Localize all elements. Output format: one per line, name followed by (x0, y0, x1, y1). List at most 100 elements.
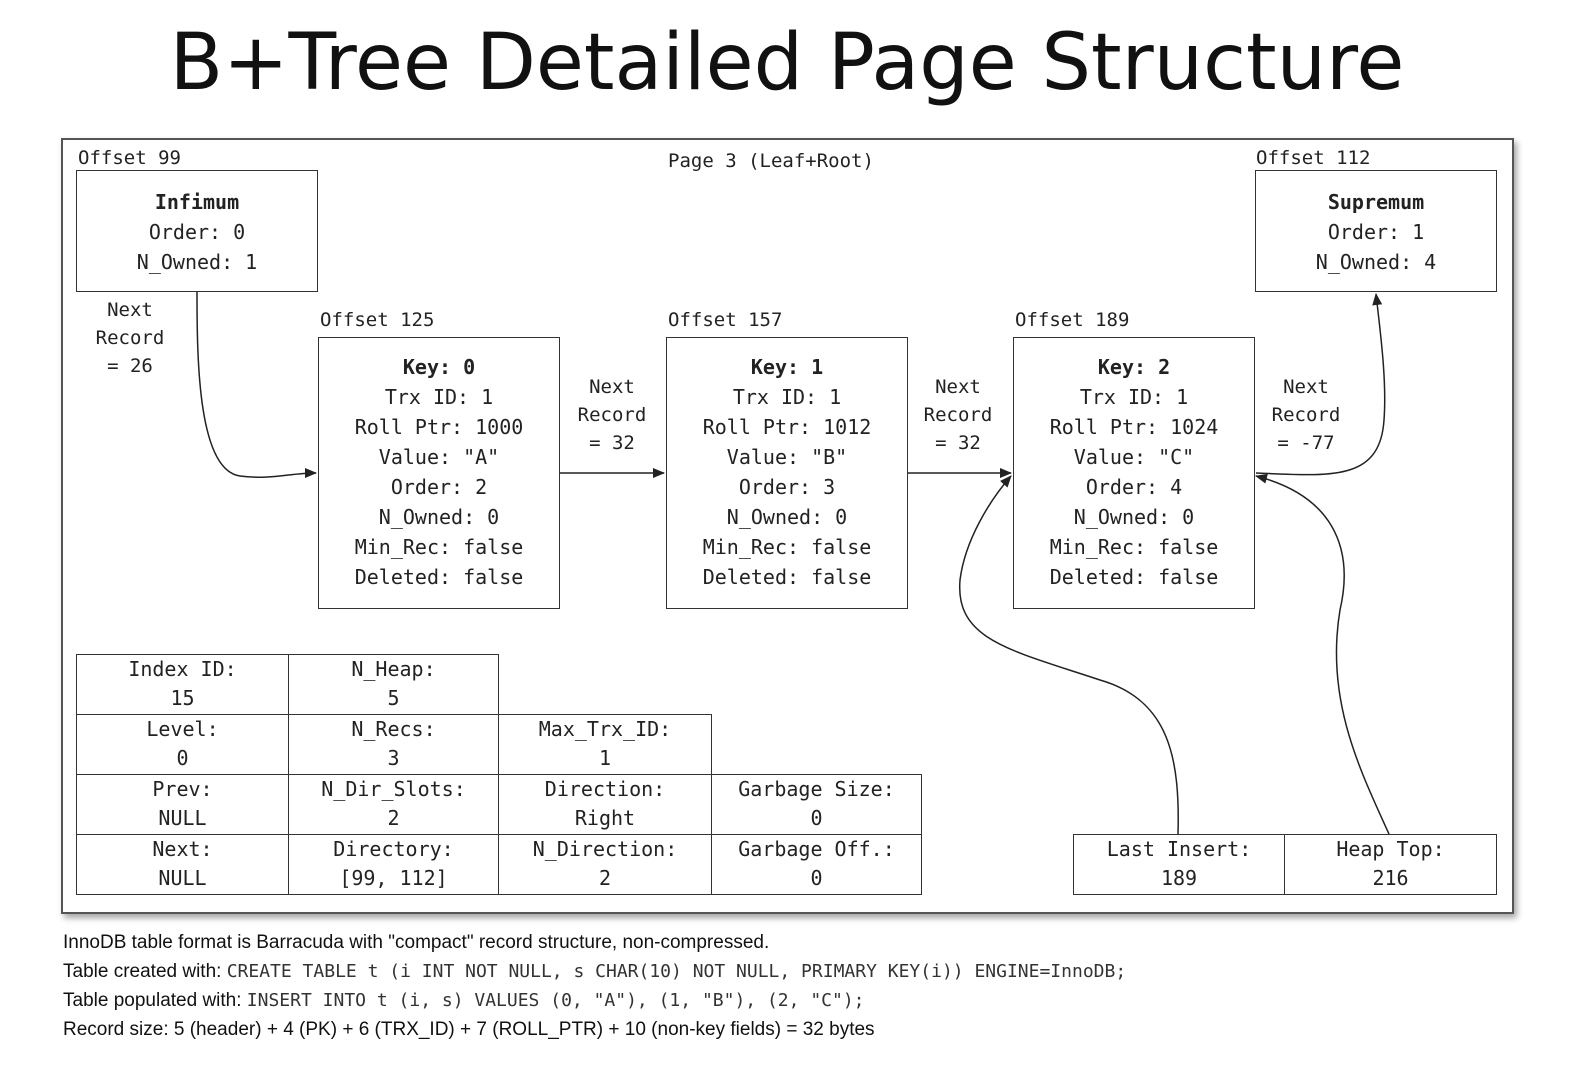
arrow-heap-top-to-key-2 (1255, 473, 1390, 835)
header-value: [99, 112] (339, 866, 448, 890)
footer-create-sql: CREATE TABLE t (i INT NOT NULL, s CHAR(1… (226, 961, 1127, 982)
header-cell-n-direction: N_Direction: 2 (498, 834, 712, 895)
record-field: Roll Ptr: 1000 (354, 415, 524, 439)
header-value: 0 (810, 806, 823, 830)
next-record-label-key-2: Next Record = -77 (1271, 376, 1341, 454)
infimum-name: Infimum (154, 190, 240, 214)
header-cell-n-recs: N_Recs: 3 (288, 714, 499, 775)
header-value: 216 (1372, 866, 1409, 890)
supremum-offset: Offset 112 (1256, 147, 1371, 169)
record-field: Deleted: false (1049, 565, 1219, 589)
header-label: N_Recs: (351, 717, 436, 741)
header-label: N_Dir_Slots: (321, 777, 466, 801)
header-value: 1 (598, 746, 612, 770)
header-cell-prev: Prev: NULL (76, 774, 289, 835)
footer-populate-sql: INSERT INTO t (i, s) VALUES (0, "A"), (1… (246, 990, 865, 1011)
footer-note-format: InnoDB table format is Barracuda with "c… (63, 932, 770, 953)
next-record-label-infimum: Next Record = 26 (95, 299, 165, 377)
record-field: Trx ID: 1 (384, 385, 494, 409)
footer-note-create: Table created with: CREATE TABLE t (i IN… (63, 961, 1126, 983)
header-value: 0 (176, 746, 189, 770)
next-record-label-key-1: Next Record = 32 (923, 376, 993, 454)
record-field: Min_Rec: false (354, 535, 524, 559)
next-record-label-key-0: Next Record = 32 (577, 376, 647, 454)
header-label: Directory: (333, 837, 454, 861)
supremum-record: Supremum Order: 1 N_Owned: 4 (1255, 170, 1497, 292)
record-key: Key: 1 (750, 355, 824, 379)
header-cell-level: Level: 0 (76, 714, 289, 775)
record-offset: Offset 125 (320, 309, 435, 331)
header-cell-direction: Direction: Right (498, 774, 712, 835)
infimum-offset: Offset 99 (78, 147, 181, 169)
arrow-infimum-to-key-0 (196, 291, 317, 479)
header-label: N_Heap: (351, 657, 436, 681)
header-cell-garbage-size: Garbage Size: 0 (711, 774, 922, 835)
header-value: 2 (387, 806, 400, 830)
header-value: Right (574, 806, 636, 830)
record-field: N_Owned: 0 (726, 505, 848, 529)
supremum-n-owned: N_Owned: 4 (1315, 250, 1437, 274)
record-offset: Offset 157 (668, 309, 783, 331)
footer-note-populate: Table populated with: INSERT INTO t (i, … (63, 990, 865, 1012)
diagram-title: B+Tree Detailed Page Structure (169, 18, 1405, 108)
header-value: 2 (598, 866, 612, 890)
header-label: Garbage Size: (738, 777, 895, 801)
header-cell-max-trx-id: Max_Trx_ID:1 (498, 714, 712, 775)
record-field: Roll Ptr: 1024 (1049, 415, 1219, 439)
footer-create-prefix: Table created with: (63, 961, 227, 982)
footer-populate-prefix: Table populated with: (63, 990, 247, 1011)
page-label: Page 3 (Leaf+Root) (668, 150, 874, 172)
header-cell-heap-top: Heap Top: 216 (1284, 834, 1497, 895)
supremum-name: Supremum (1327, 190, 1425, 214)
record-field: Value: "C" (1073, 445, 1195, 469)
header-cell-directory: Directory: [99, 112] (288, 834, 499, 895)
record-field: Order: 4 (1085, 475, 1183, 499)
header-label: Heap Top: (1336, 837, 1445, 861)
header-cell-n-dir-slots: N_Dir_Slots: 2 (288, 774, 499, 835)
header-cell-garbage-off: Garbage Off.: 0 (711, 834, 922, 895)
supremum-order: Order: 1 (1327, 220, 1425, 244)
header-value: 3 (387, 746, 400, 770)
record-field: Value: "A" (378, 445, 500, 469)
header-label: Last Insert: (1106, 837, 1252, 861)
header-label: Next: (152, 837, 213, 861)
header-value: NULL (158, 866, 207, 890)
header-value: 189 (1160, 866, 1198, 890)
record-field: Deleted: false (354, 565, 524, 589)
record-field: N_Owned: 0 (1073, 505, 1195, 529)
user-record-key-1: Key: 1 Trx ID: 1 Roll Ptr: 1012 Value: "… (666, 337, 908, 609)
header-cell-last-insert: Last Insert: 189 (1073, 834, 1285, 895)
record-field: Deleted: false (702, 565, 872, 589)
header-label: Index ID: (128, 657, 237, 681)
footer-note-record-size: Record size: 5 (header) + 4 (PK) + 6 (TR… (63, 1019, 875, 1040)
header-value: 5 (387, 686, 400, 710)
arrow-key-2-to-supremum (1255, 293, 1386, 476)
infimum-record: Infimum Order: 0 N_Owned: 1 (76, 170, 318, 292)
user-record-key-0: Key: 0 Trx ID: 1 Roll Ptr: 1000 Value: "… (318, 337, 560, 609)
user-record-key-2: Key: 2 Trx ID: 1 Roll Ptr: 1024 Value: "… (1013, 337, 1255, 609)
header-value: 0 (810, 866, 823, 890)
record-field: Roll Ptr: 1012 (702, 415, 872, 439)
record-offset: Offset 189 (1015, 309, 1130, 331)
header-value: 15 (170, 686, 195, 710)
record-field: Trx ID: 1 (732, 385, 842, 409)
arrow-last-insert-to-key-2 (959, 475, 1179, 835)
header-label: Prev: (152, 777, 213, 801)
record-field: Order: 3 (738, 475, 836, 499)
record-key: Key: 2 (1097, 355, 1171, 379)
header-label: Direction: (544, 777, 666, 801)
header-value: NULL (158, 806, 207, 830)
record-field: N_Owned: 0 (378, 505, 500, 529)
record-field: Order: 2 (390, 475, 488, 499)
header-label: N_Direction: (532, 837, 678, 861)
header-cell-index-id: Index ID: 15 (76, 654, 289, 715)
header-label: Garbage Off.: (738, 837, 895, 861)
infimum-order: Order: 0 (148, 220, 246, 244)
header-label: Level: (146, 717, 219, 741)
record-field: Trx ID: 1 (1079, 385, 1189, 409)
record-field: Min_Rec: false (1049, 535, 1219, 559)
infimum-n-owned: N_Owned: 1 (136, 250, 258, 274)
header-cell-next: Next: NULL (76, 834, 289, 895)
record-field: Min_Rec: false (702, 535, 872, 559)
